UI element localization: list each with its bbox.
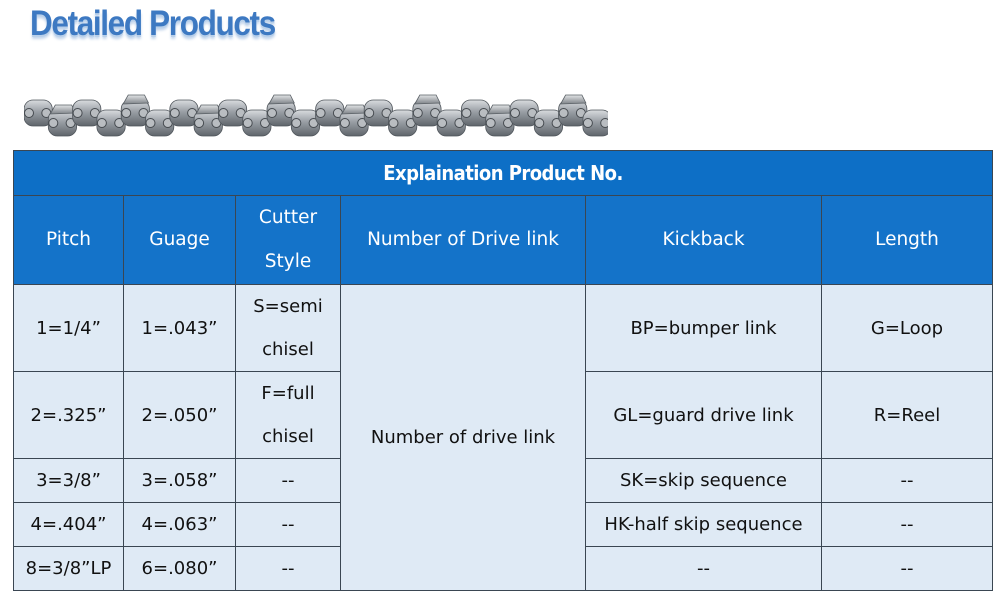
cell-length: R=Reel (821, 371, 993, 459)
cell-kickback: SK=skip sequence (585, 458, 822, 503)
cell-cutter: -- (235, 458, 341, 503)
cell-guage: 6=.080” (123, 546, 236, 591)
cell-guage: 2=.050” (123, 371, 236, 459)
header-pitch: Pitch (13, 195, 124, 285)
cell-pitch: 3=3/8” (13, 458, 124, 503)
cell-guage: 3=.058” (123, 458, 236, 503)
cell-pitch: 4=.404” (13, 502, 124, 547)
header-guage: Guage (123, 195, 236, 285)
header-cutter-style: Cutter Style (235, 195, 341, 285)
table-row: 2=.325” 2=.050” F=full chisel GL=guard d… (13, 371, 993, 459)
cell-length: -- (821, 502, 993, 547)
header-length: Length (821, 195, 993, 285)
cell-cutter: S=semi chisel (235, 284, 341, 372)
cell-pitch: 1=1/4” (13, 284, 124, 372)
cell-cutter: F=full chisel (235, 371, 341, 459)
saw-chain-image (24, 94, 608, 137)
cell-kickback: -- (585, 546, 822, 591)
cell-guage: 1=.043” (123, 284, 236, 372)
cell-kickback: BP=bumper link (585, 284, 822, 372)
cell-cutter: -- (235, 546, 341, 591)
cell-pitch: 8=3/8”LP (13, 546, 124, 591)
cell-pitch: 2=.325” (13, 371, 124, 459)
header-kickback: Kickback (585, 195, 822, 285)
header-drive-link: Number of Drive link (340, 195, 586, 285)
page-heading: Detailed Products (30, 4, 276, 43)
table-row: 3=3/8” 3=.058” -- SK=skip sequence -- (13, 458, 993, 503)
table-title: Explaination Product No. (13, 150, 993, 196)
cell-kickback: GL=guard drive link (585, 371, 822, 459)
cell-length: G=Loop (821, 284, 993, 372)
product-number-table: Explaination Product No. Pitch Guage Cut… (13, 150, 993, 591)
table-row: 8=3/8”LP 6=.080” -- -- -- (13, 546, 993, 591)
cell-drive-link: Number of drive link (340, 284, 586, 591)
table-row: 4=.404” 4=.063” -- HK-half skip sequence… (13, 502, 993, 547)
cell-kickback: HK-half skip sequence (585, 502, 822, 547)
cell-guage: 4=.063” (123, 502, 236, 547)
cell-length: -- (821, 546, 993, 591)
cell-length: -- (821, 458, 993, 503)
table-row: 1=1/4” 1=.043” S=semi chisel Number of d… (13, 284, 993, 591)
cell-cutter: -- (235, 502, 341, 547)
